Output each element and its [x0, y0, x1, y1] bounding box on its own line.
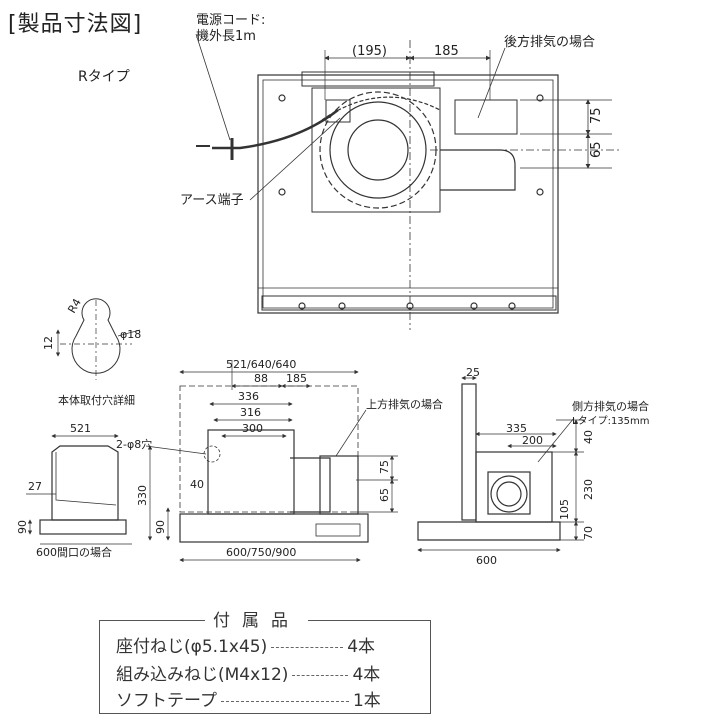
front-view — [145, 360, 398, 563]
accessory-name: 座付ねじ(φ5.1x45) — [116, 637, 268, 657]
page-title: [製品寸法図] — [8, 12, 143, 37]
side-view — [417, 375, 584, 553]
front-dim-40: 40 — [190, 478, 204, 491]
type-label: Rタイプ — [78, 69, 130, 85]
side-dim-70: 70 — [582, 526, 595, 540]
left-dim-27: 27 — [28, 480, 42, 493]
side-dim-600: 600 — [476, 554, 497, 567]
rear-exhaust-label: 後方排気の場合 — [504, 34, 595, 50]
side-dim-200: 200 — [522, 434, 543, 447]
accessory-qty: 1本 — [352, 691, 381, 711]
dim-195: (195) — [352, 44, 387, 59]
front-dim-600-750-900: 600/750/900 — [226, 546, 296, 559]
hole-phi18: φ18 — [120, 328, 141, 341]
front-dim-316: 316 — [240, 406, 261, 419]
front-dim-330: 330 — [136, 485, 149, 506]
front-dim-185: 185 — [286, 372, 307, 385]
accessory-qty: 4本 — [347, 637, 376, 657]
side-exhaust-label: 側方排気の場合 — [572, 399, 649, 413]
top-exhaust-label: 上方排気の場合 — [366, 397, 443, 411]
left-dim-521: 521 — [70, 422, 91, 435]
dim-185: 185 — [434, 44, 459, 59]
left-caption: 600間口の場合 — [36, 545, 112, 559]
front-dim-75: 75 — [378, 460, 391, 474]
hole-r4: R4 — [65, 296, 84, 315]
dim-65-top: 65 — [589, 141, 604, 158]
front-dim-300: 300 — [242, 422, 263, 435]
top-view — [195, 33, 620, 330]
cord-note-line2: 機外長1m — [196, 29, 256, 44]
front-dim-65: 65 — [378, 488, 391, 502]
front-dim-2phi8: 2-φ8穴 — [116, 437, 152, 451]
front-dim-336: 336 — [238, 390, 259, 403]
ground-terminal-label: アース端子 — [180, 193, 244, 208]
accessory-row: 座付ねじ(φ5.1x45) 4本 — [116, 632, 375, 657]
l-type-note: Lタイプ:135mm — [572, 415, 650, 427]
hole-dim-12: 12 — [42, 336, 55, 350]
hole-caption: 本体取付穴詳細 — [58, 393, 135, 407]
left-view — [26, 433, 132, 545]
accessory-row: ソフトテープ 1本 — [116, 686, 381, 711]
side-dim-335: 335 — [506, 422, 527, 435]
front-dim-88: 88 — [254, 372, 268, 385]
accessory-qty: 4本 — [352, 665, 381, 685]
front-dim-521-640: 521/640/640 — [226, 358, 296, 371]
side-dim-230: 230 — [582, 479, 595, 500]
accessory-name: ソフトテープ — [116, 691, 217, 711]
accessories-title: 付属品 — [205, 606, 308, 631]
left-dim-90: 90 — [16, 520, 29, 534]
accessory-row: 組み込みねじ(M4x12) 4本 — [116, 660, 380, 685]
side-dim-25: 25 — [466, 366, 480, 379]
cord-note-line1: 電源コード: — [196, 13, 265, 28]
dim-75-top: 75 — [589, 107, 604, 124]
side-dim-40: 40 — [582, 430, 595, 444]
accessory-name: 組み込みねじ(M4x12) — [116, 665, 289, 685]
hole-detail — [55, 298, 141, 380]
front-dim-90: 90 — [154, 520, 167, 534]
side-dim-105: 105 — [558, 499, 571, 520]
